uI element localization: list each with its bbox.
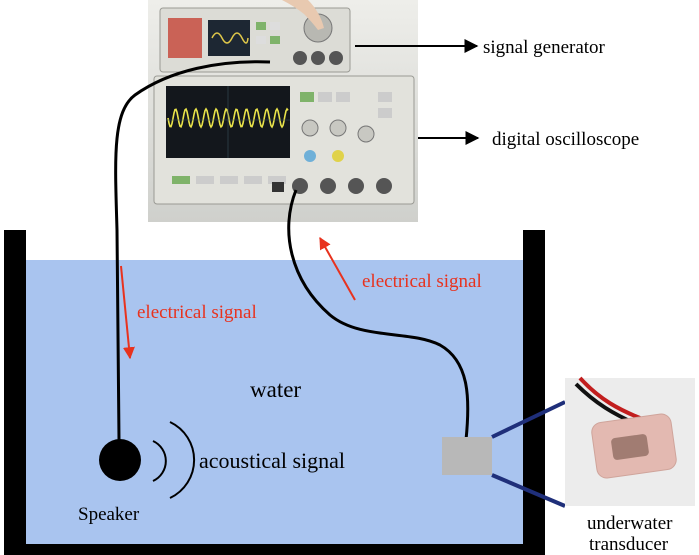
oscilloscope-buttons <box>172 92 392 194</box>
signal-generator-device <box>159 0 351 73</box>
label-acoustical-signal: acoustical signal <box>199 448 345 473</box>
label-digital-oscilloscope: digital oscilloscope <box>492 129 639 150</box>
transducer-photo <box>565 376 695 506</box>
generator-logo <box>168 18 202 58</box>
label-speaker: Speaker <box>78 504 140 525</box>
tank-wall-left <box>4 230 26 555</box>
transducer-link-top <box>491 400 566 439</box>
tank-floor <box>4 544 545 555</box>
cable-oscilloscope-to-transducer <box>287 189 470 441</box>
tank-wall-right <box>523 230 545 555</box>
label-underwater: underwater <box>587 513 673 534</box>
cable-generator-to-speaker <box>114 60 271 441</box>
arrow-electrical-signal-up <box>319 236 356 301</box>
water-body <box>26 260 523 544</box>
label-signal-generator: signal generator <box>483 37 606 58</box>
label-electrical-signal-left: electrical signal <box>137 302 257 323</box>
arrow-electrical-signal-down <box>120 265 135 360</box>
acoustic-wave-icon <box>152 421 196 499</box>
transducer-box <box>442 437 492 475</box>
label-transducer: transducer <box>589 534 669 555</box>
generator-screen <box>208 20 250 56</box>
label-electrical-signal-right: electrical signal <box>362 271 482 292</box>
label-water: water <box>250 377 301 402</box>
transducer-link-bottom <box>491 473 566 508</box>
oscilloscope-device <box>153 75 415 205</box>
instrument-photo <box>148 0 418 222</box>
speaker <box>99 439 141 481</box>
tank <box>4 230 545 555</box>
